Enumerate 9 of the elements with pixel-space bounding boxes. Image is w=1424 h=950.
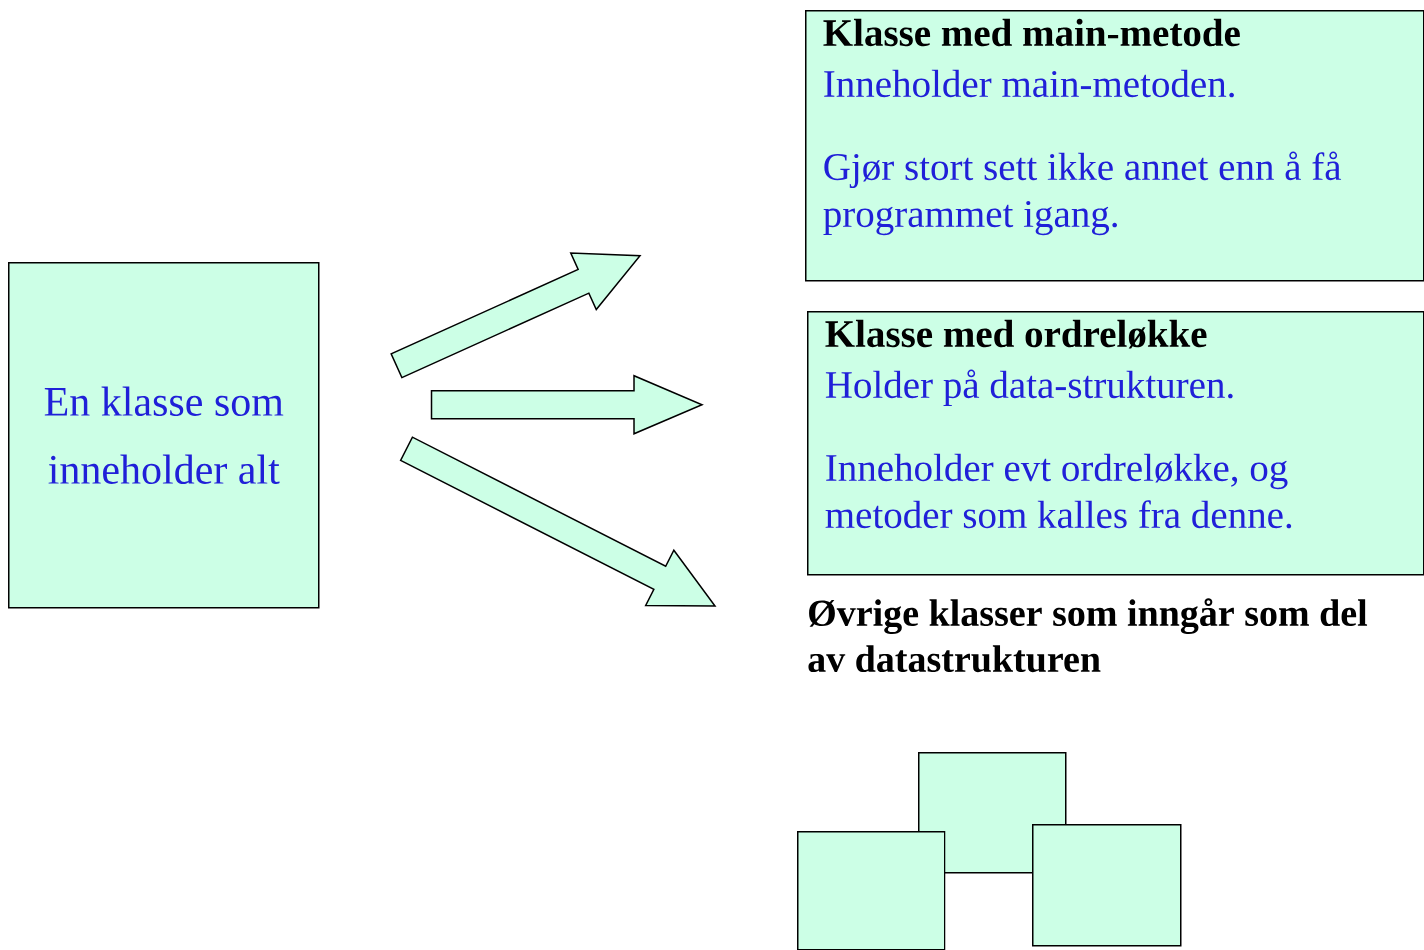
- block-arrow: [399, 436, 717, 607]
- class-box: En klasse som inneholder alt: [8, 262, 320, 609]
- block-arrow: [430, 374, 704, 435]
- class-box: Klasse med main-metode Inneholder main-metoden. Gjør stort sett ikke annet enn å få programmet igang.: [805, 10, 1424, 282]
- class-box: Klasse med ordreløkke Holder på data-strukturen. Inneholder evt ordreløkke, og metoder som kalles fra denne.: [807, 311, 1424, 576]
- block-arrow: [390, 252, 642, 379]
- heading-text: Øvrige klasser som inngår som del av datastrukturen: [808, 598, 1368, 673]
- class-box: [1032, 824, 1182, 947]
- class-box: [797, 831, 946, 950]
